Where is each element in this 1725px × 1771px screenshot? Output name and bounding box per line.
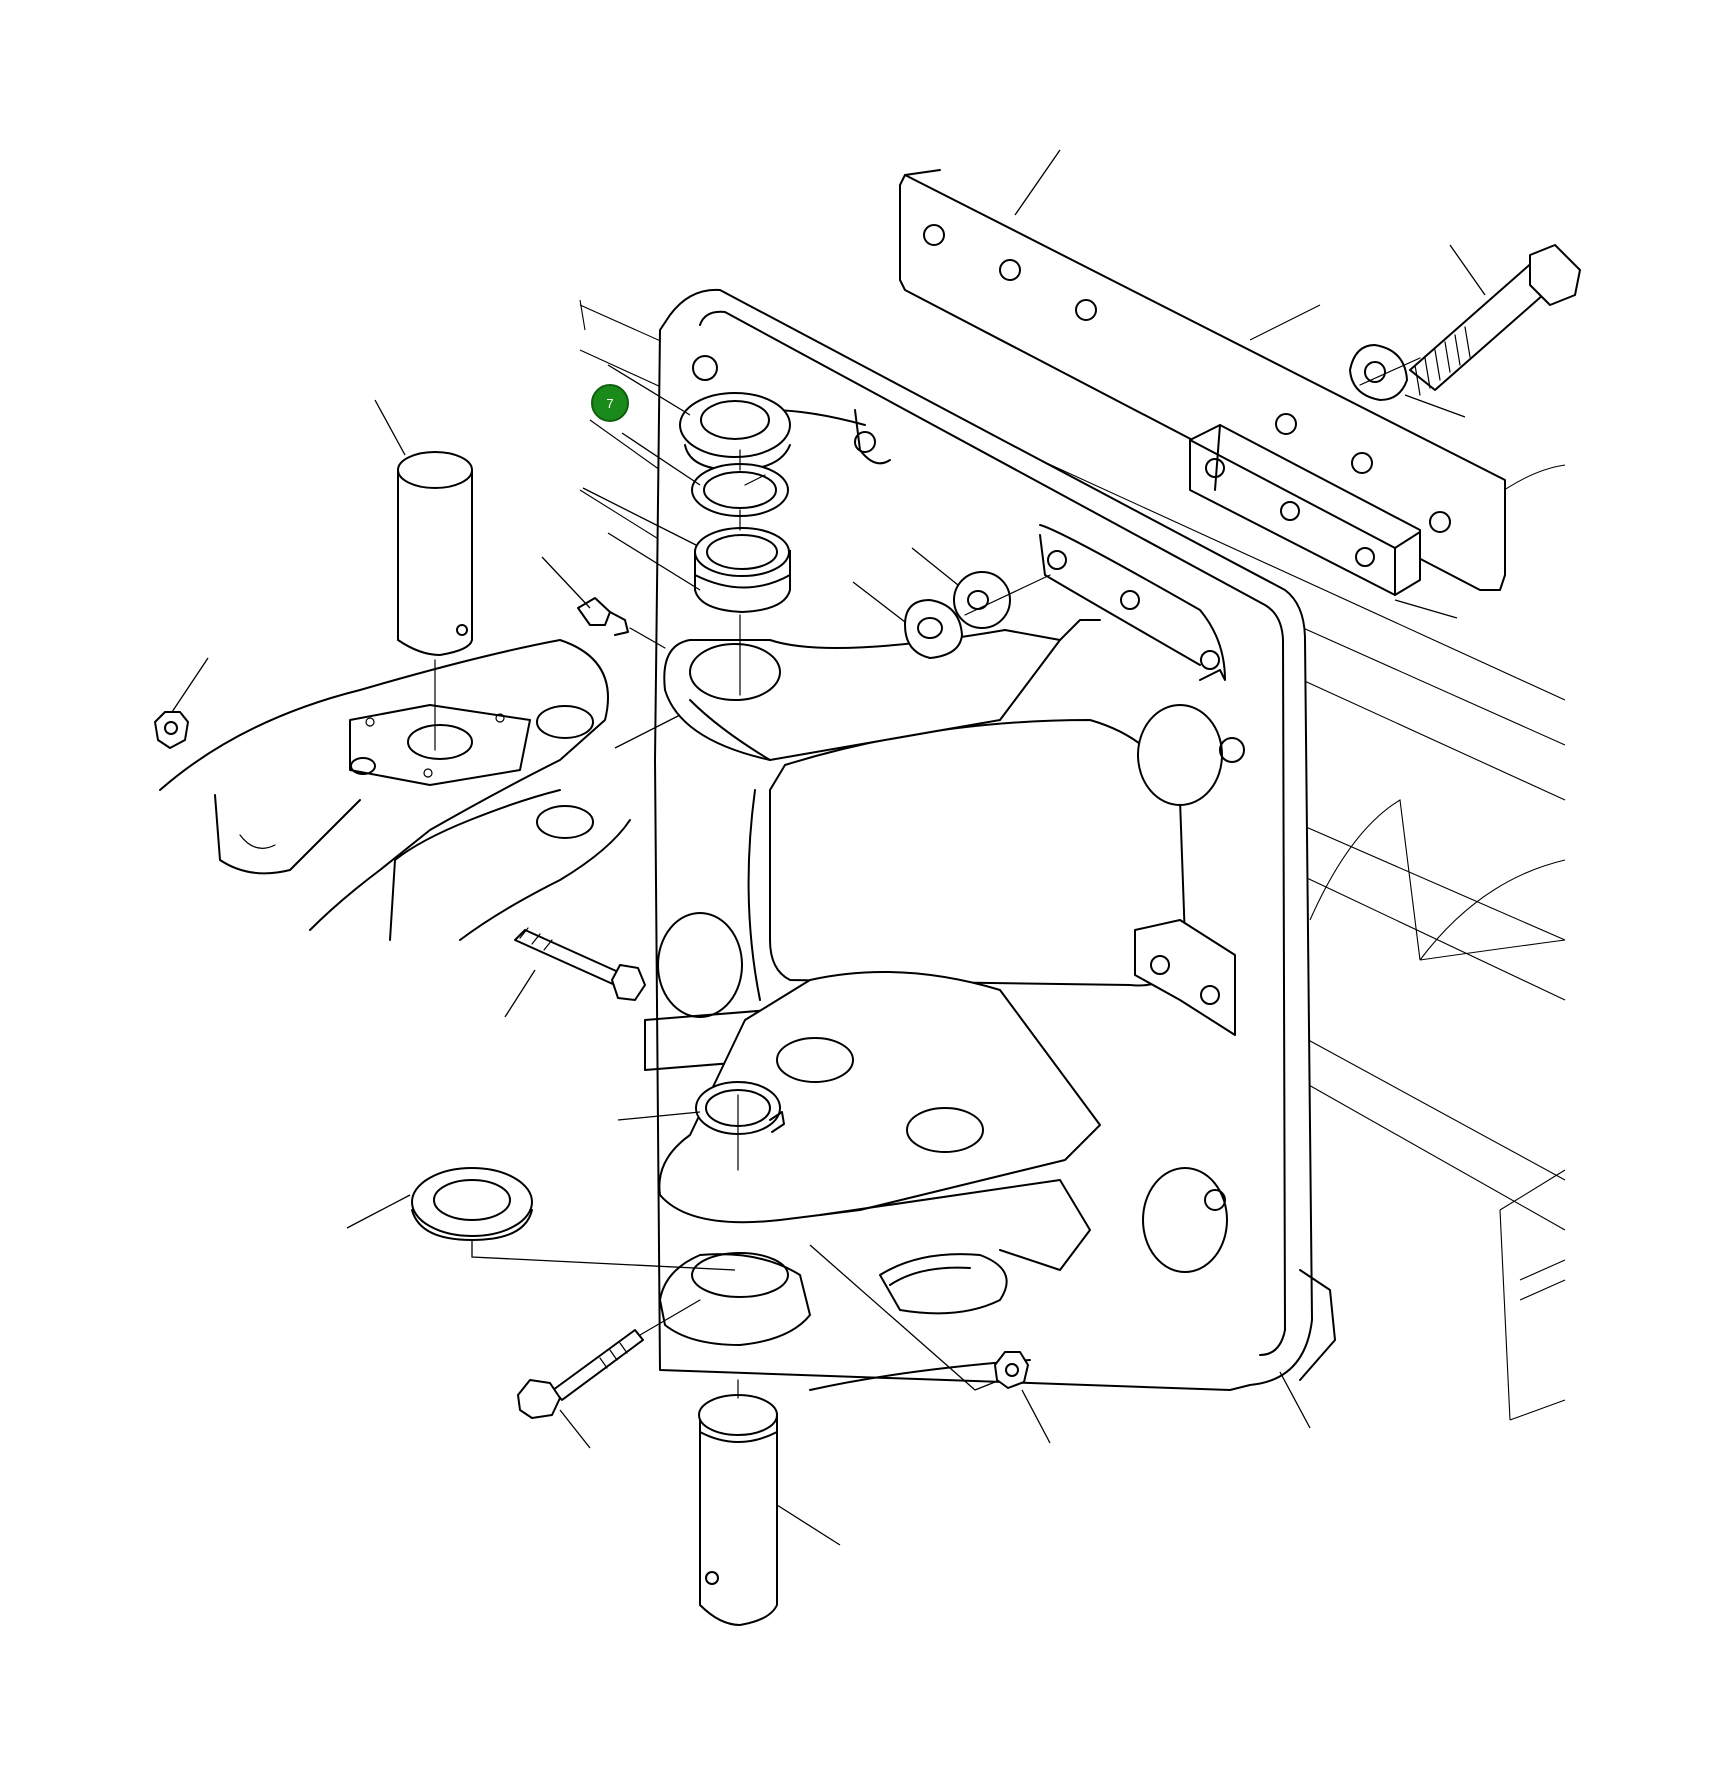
upper-mounting-plate xyxy=(899,169,1506,591)
lower-pin xyxy=(698,1379,778,1626)
leader-lines xyxy=(171,149,1486,1546)
left-mounting-bracket xyxy=(159,639,631,941)
left-lock-nut xyxy=(154,711,189,749)
upper-pivot-stack xyxy=(679,392,791,696)
large-flat-washer xyxy=(411,1167,533,1241)
upper-yoke-arm xyxy=(663,619,1101,761)
grease-fitting xyxy=(577,597,666,649)
nut-and-washer xyxy=(904,571,1051,659)
bottom-lock-nut xyxy=(994,1351,1029,1389)
callout-label: 7 xyxy=(606,396,613,411)
lower-yoke-arm xyxy=(658,971,1101,1391)
snap-ring xyxy=(695,1081,785,1171)
upper-pin xyxy=(397,451,473,751)
callout-marker-7[interactable]: 7 xyxy=(591,384,629,422)
middle-left-bolt xyxy=(514,927,646,1001)
top-right-bolt xyxy=(1349,244,1581,401)
spacer-bar xyxy=(1189,424,1421,596)
callout-badge[interactable] xyxy=(591,384,629,422)
lower-bolt xyxy=(517,1299,701,1419)
